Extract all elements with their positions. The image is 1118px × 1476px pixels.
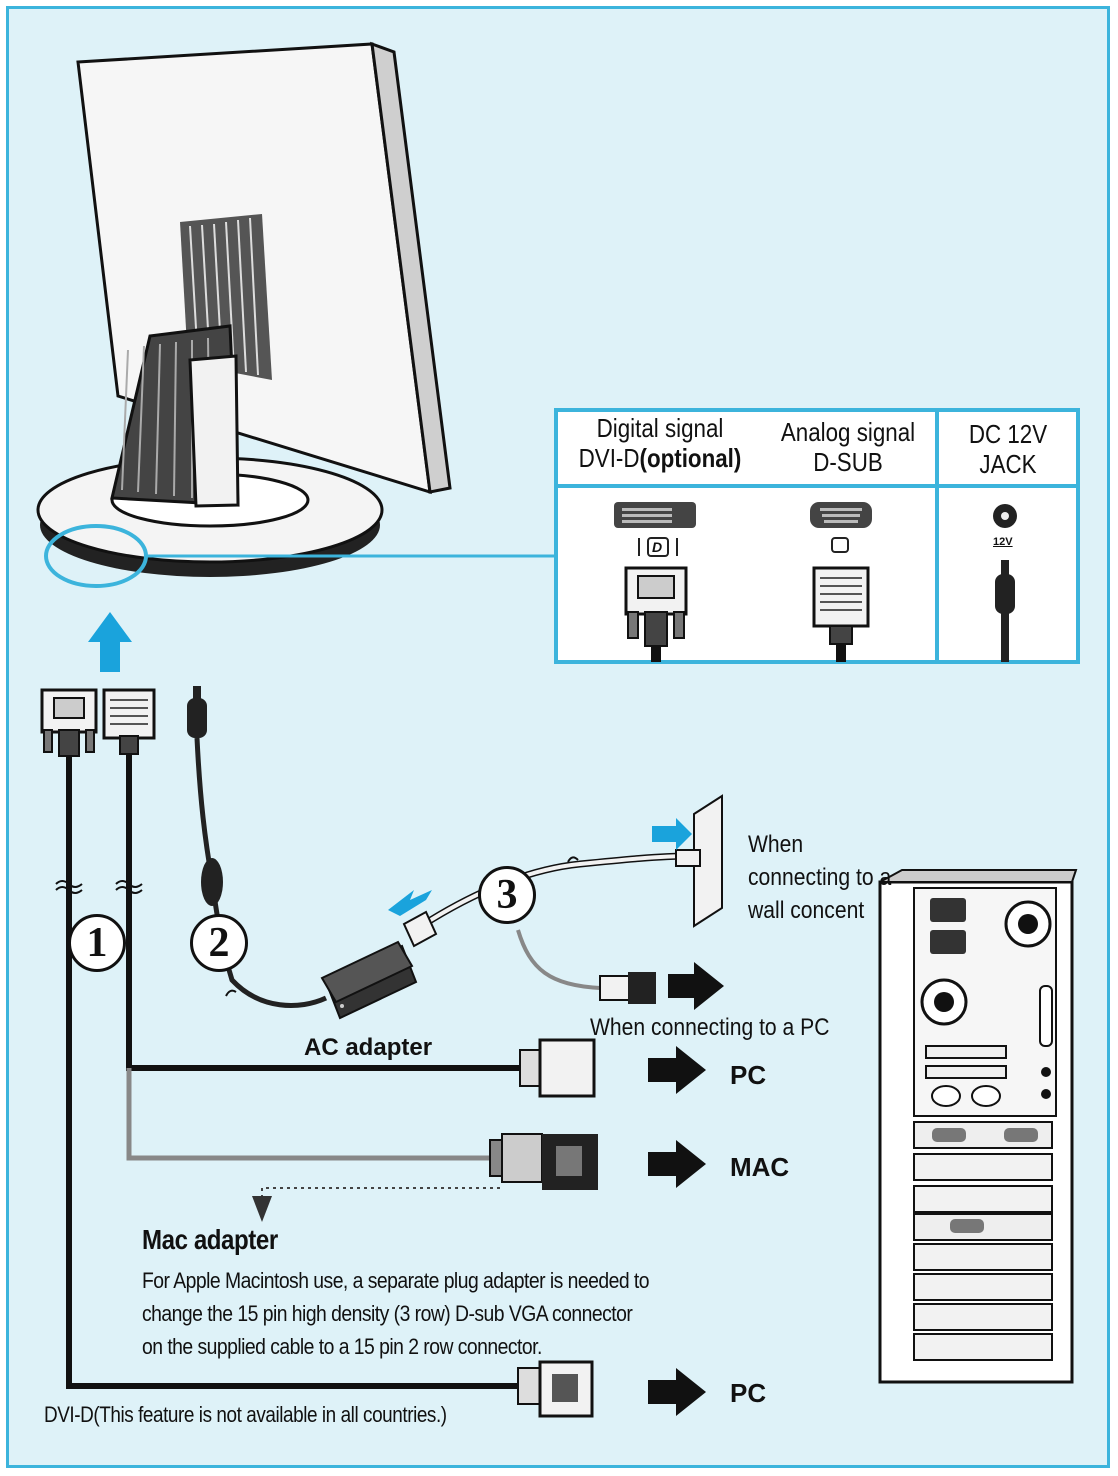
- pc-end-connectors: [489, 1038, 598, 1418]
- mac-adapter-title: Mac adapter: [142, 1224, 278, 1255]
- mac-adapter-line1: For Apple Macintosh use, a separate plug…: [142, 1268, 650, 1293]
- wall-arrow-icon: [652, 818, 692, 850]
- step-1-badge: 1: [68, 914, 126, 972]
- dc-plug-icon: [995, 560, 1015, 662]
- plug-in-arrow-icon: [388, 890, 432, 916]
- dc-12v-title: DC 12V: [968, 419, 1048, 449]
- dc-voltage-symbol: 12V: [993, 536, 1013, 548]
- dsub-label: D-SUB: [813, 446, 883, 477]
- optional-label: (optional): [639, 442, 742, 473]
- wall-note-line3: wall concent: [748, 897, 865, 924]
- pc-vga-label: PC: [730, 1060, 767, 1090]
- ac-adapter-label: AC adapter: [304, 1034, 433, 1061]
- dvi-symbol: D: [652, 539, 663, 555]
- arrow-right-icon: [648, 1140, 706, 1188]
- down-arrow-icon: [252, 1196, 272, 1222]
- arrow-right-icon: [648, 1046, 706, 1094]
- direction-arrows: [648, 962, 724, 1416]
- wall-note-line1: When: [748, 831, 804, 858]
- arrow-right-icon: [668, 962, 724, 1010]
- digital-signal-title: Digital signal: [596, 413, 724, 443]
- cable-connectors: [40, 686, 207, 757]
- up-arrow-icon: [88, 612, 132, 672]
- step-3-badge: 3: [478, 866, 536, 924]
- step-2-badge: 2: [190, 914, 248, 972]
- monitor-illustration: [36, 41, 556, 672]
- analog-signal-label: Analog signal D-SUB: [772, 417, 923, 478]
- cables: [55, 737, 691, 1389]
- dvi-plug-icon: [624, 566, 688, 662]
- mac-adapter-line2: change the 15 pin high density (3 row) D…: [142, 1301, 633, 1326]
- mac-adapter-description: For Apple Macintosh use, a separate plug…: [142, 1264, 650, 1363]
- when-connecting-pc-note: When connecting to a PC: [590, 1014, 830, 1041]
- wall-note-line2: connecting to a: [748, 864, 892, 891]
- digital-signal-label: Digital signal DVI-D(optional): [574, 413, 746, 474]
- pc-dvi-label: PC: [730, 1378, 767, 1408]
- wall-concent-note: When connecting to a wall concent: [748, 828, 891, 927]
- jack-label: JACK: [979, 448, 1037, 479]
- dc-jack-label: DC 12V JACK: [950, 419, 1067, 480]
- dsub-plug-icon: [812, 566, 870, 662]
- mac-label: MAC: [730, 1152, 790, 1182]
- arrow-right-icon: [648, 1368, 706, 1416]
- analog-signal-title: Analog signal: [780, 417, 916, 447]
- ports-panel: [554, 408, 1080, 664]
- dvi-d-label: DVI-D: [578, 442, 640, 473]
- ac-adapter-illustration: [320, 794, 723, 1020]
- pc-tower-illustration: [878, 869, 1078, 1384]
- wall-outlet-icon: [693, 794, 723, 928]
- mac-adapter-line3: on the supplied cable to a 15 pin 2 row …: [142, 1334, 542, 1359]
- dvi-availability-note: DVI-D(This feature is not available in a…: [44, 1402, 447, 1427]
